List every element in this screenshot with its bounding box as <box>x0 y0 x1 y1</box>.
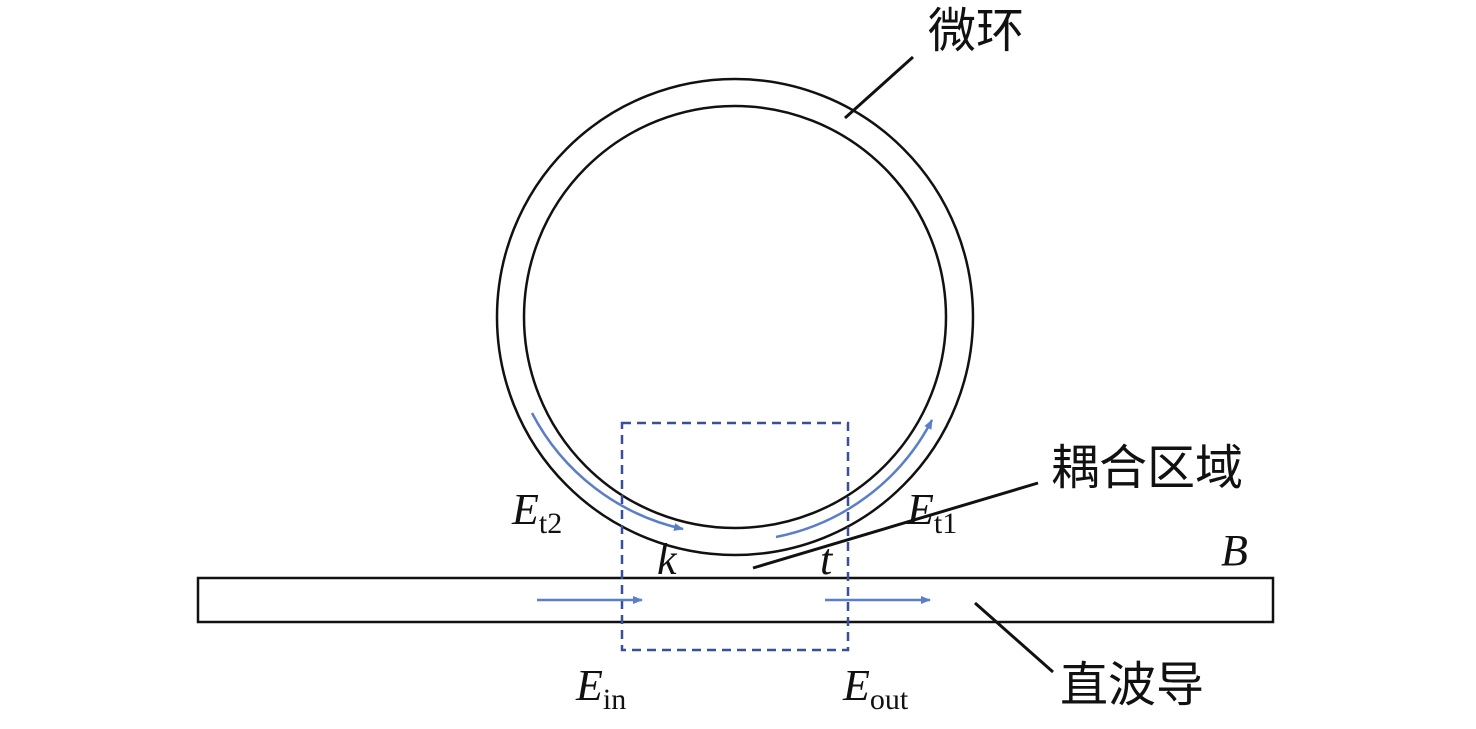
coefficient-k-label: k <box>657 535 678 584</box>
coupling-region-label: 耦合区域 <box>1051 440 1243 496</box>
e-t1-main: E <box>906 485 934 534</box>
straight-waveguide-label: 直波导 <box>1060 657 1204 713</box>
e-t2-sub: t2 <box>539 507 562 540</box>
e-t2-main: E <box>511 485 539 534</box>
e-out-label: Eout <box>842 661 909 716</box>
point-b-label: B <box>1221 526 1248 575</box>
e-out-sub: out <box>870 683 909 716</box>
e-in-main: E <box>575 661 603 710</box>
e-t1-label: Et1 <box>906 485 957 540</box>
e-in-sub: in <box>603 683 626 716</box>
coupling-region-leader-line <box>752 481 1039 570</box>
microring-outer-circle <box>495 77 975 557</box>
straight-waveguide-leader-line <box>974 601 1054 674</box>
microring-leader-line <box>843 55 915 120</box>
coefficient-t-label: t <box>820 535 834 584</box>
coupling-region-box <box>620 421 850 652</box>
e-t2-label: Et2 <box>511 485 562 540</box>
e-in-label: Ein <box>575 661 626 716</box>
microring-label: 微环 <box>928 3 1024 59</box>
straight-waveguide <box>196 576 1275 624</box>
ring-arrow-left <box>530 412 684 531</box>
e-out-main: E <box>842 661 870 710</box>
microring-inner-circle <box>522 104 948 530</box>
e-t1-sub: t1 <box>934 507 957 540</box>
ring-arrow-right <box>775 419 934 539</box>
